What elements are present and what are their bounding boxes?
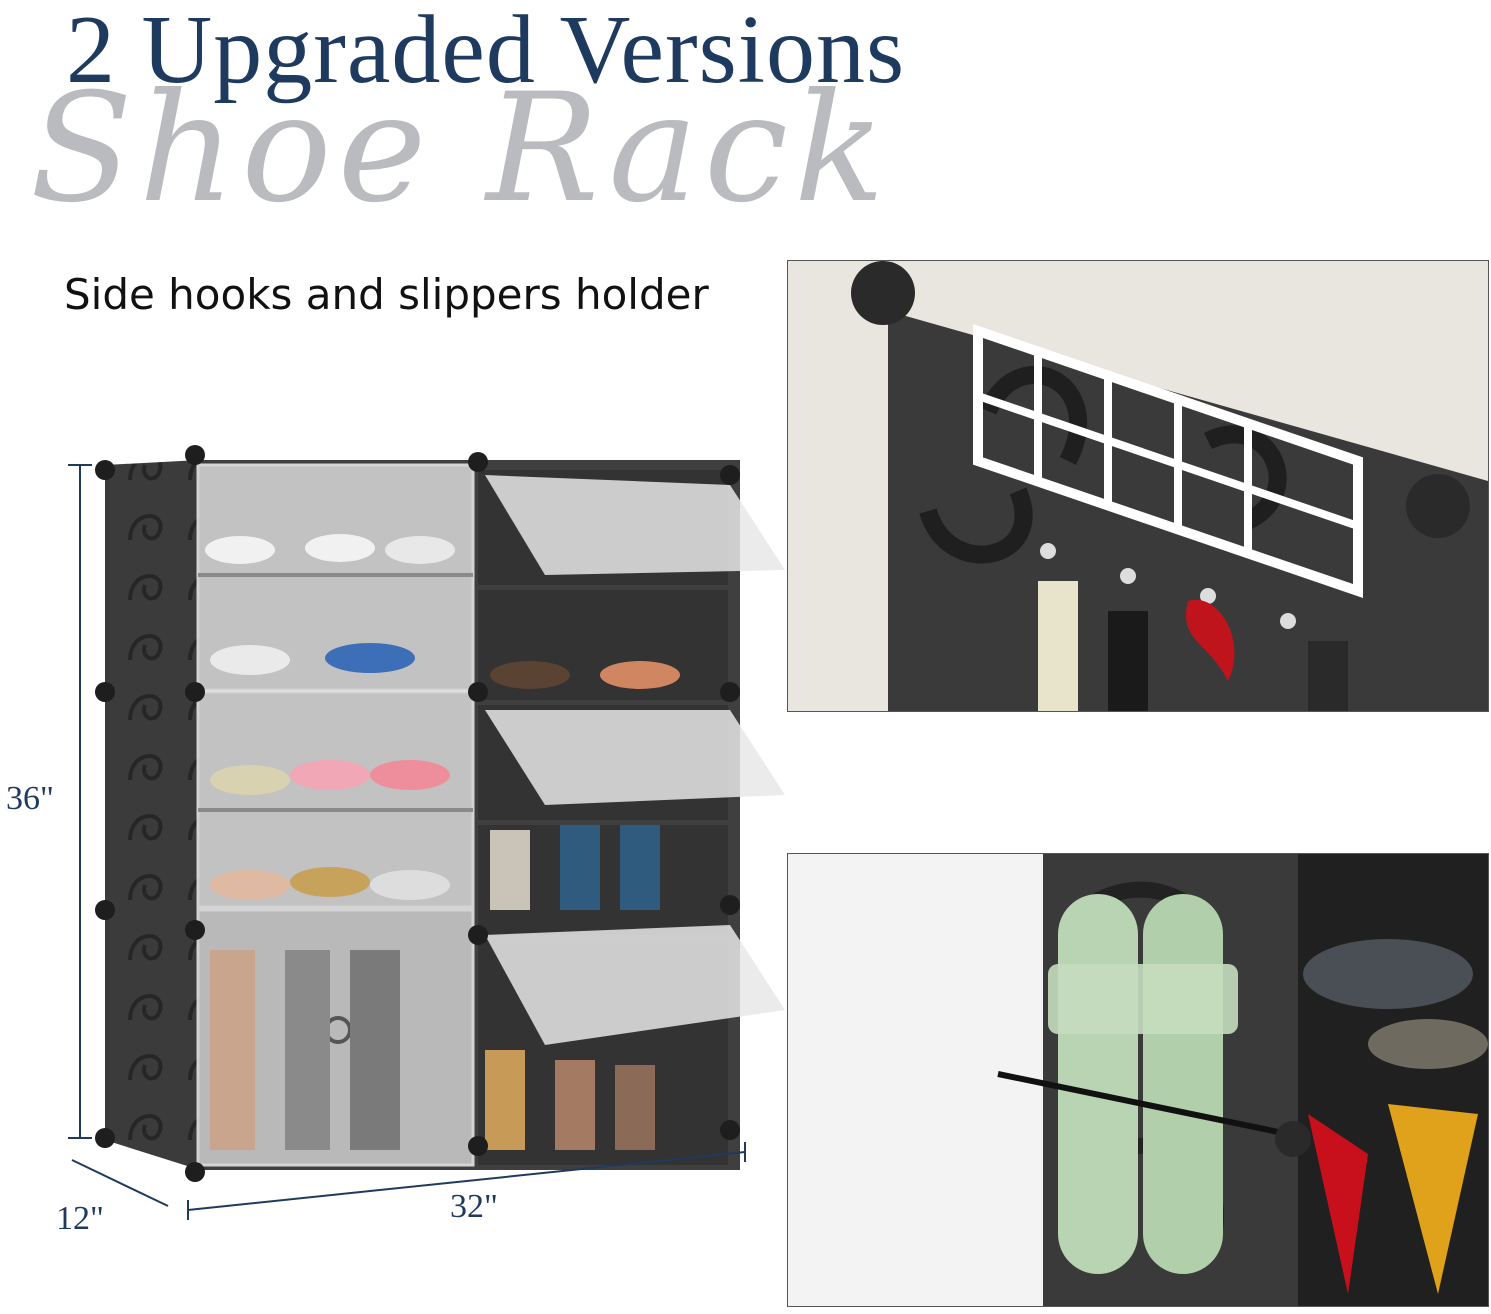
slippers-detail-image (997, 854, 1488, 1306)
script-title: Shoe Rack (30, 62, 891, 236)
side-hooks-photo (787, 260, 1489, 712)
hooks-detail-image (851, 261, 1488, 711)
dimension-lines (68, 464, 746, 1220)
headline-title: 2 Upgraded Versions (66, 0, 906, 104)
right-column (478, 470, 785, 1165)
slippers-holder-photo (787, 853, 1489, 1307)
width-dimension-label: 32" (450, 1188, 498, 1225)
height-dimension-label: 36" (6, 780, 54, 817)
feature-subtitle: Side hooks and slippers holder (64, 270, 709, 319)
shoes-left (205, 534, 455, 1150)
depth-dimension-label: 12" (56, 1200, 104, 1237)
shoe-rack-illustration (68, 445, 785, 1220)
connectors (95, 445, 740, 1182)
